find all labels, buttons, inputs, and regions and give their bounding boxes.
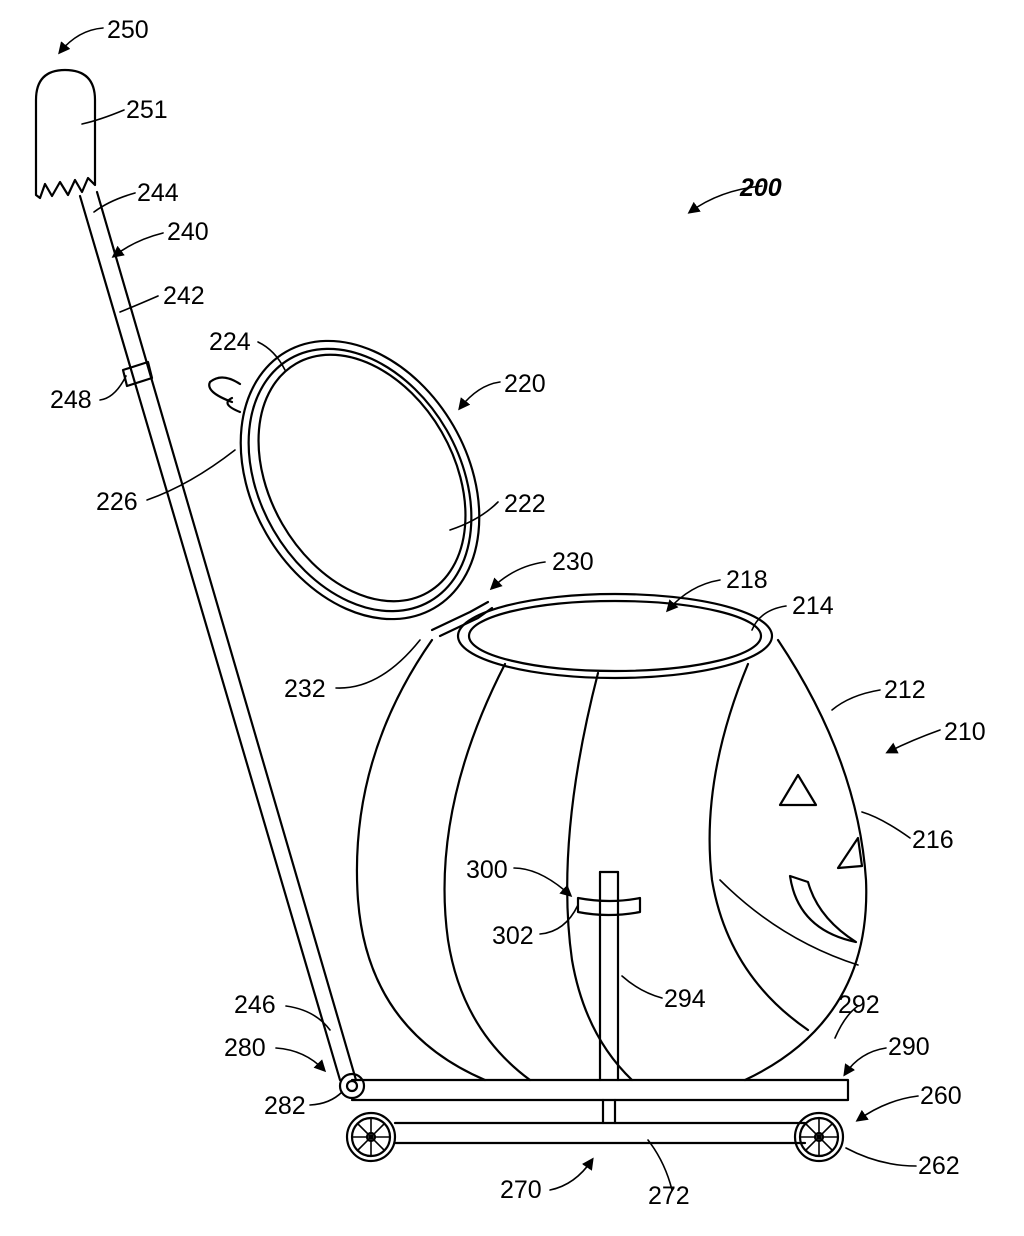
label-300: 300 bbox=[466, 856, 508, 884]
label-248: 248 bbox=[50, 386, 92, 414]
label-210: 210 bbox=[944, 718, 986, 746]
label-292: 292 bbox=[838, 991, 880, 1019]
face-cutouts bbox=[778, 773, 864, 944]
label-282: 282 bbox=[264, 1092, 306, 1120]
label-220: 220 bbox=[504, 370, 546, 398]
front-wheel bbox=[793, 1111, 845, 1163]
label-240: 240 bbox=[167, 218, 209, 246]
hinge bbox=[430, 600, 494, 638]
label-270: 270 bbox=[500, 1176, 542, 1204]
label-200: 200 bbox=[739, 174, 782, 202]
label-214: 214 bbox=[792, 592, 834, 620]
label-242: 242 bbox=[163, 282, 205, 310]
reference-labels: 250 251 244 240 242 224 248 226 220 222 … bbox=[50, 16, 986, 1210]
label-216: 216 bbox=[912, 826, 954, 854]
pivot-wheel bbox=[338, 1072, 366, 1100]
center-post bbox=[598, 870, 620, 1082]
label-302: 302 bbox=[492, 922, 534, 950]
label-212: 212 bbox=[884, 676, 926, 704]
base-frame bbox=[350, 1078, 850, 1145]
label-260: 260 bbox=[920, 1082, 962, 1110]
handle-grip bbox=[34, 68, 97, 200]
label-226: 226 bbox=[96, 488, 138, 516]
container-body bbox=[355, 592, 868, 1082]
lid bbox=[208, 339, 481, 621]
label-218: 218 bbox=[726, 566, 768, 594]
label-251: 251 bbox=[126, 96, 168, 124]
label-294: 294 bbox=[664, 985, 706, 1013]
label-272: 272 bbox=[648, 1182, 690, 1210]
strap bbox=[576, 896, 642, 917]
label-244: 244 bbox=[137, 179, 179, 207]
label-230: 230 bbox=[552, 548, 594, 576]
label-232: 232 bbox=[284, 675, 326, 703]
label-250: 250 bbox=[107, 16, 149, 44]
label-224: 224 bbox=[209, 328, 251, 356]
label-246: 246 bbox=[234, 991, 276, 1019]
handle-shaft bbox=[78, 190, 358, 1082]
label-290: 290 bbox=[888, 1033, 930, 1061]
label-262: 262 bbox=[918, 1152, 960, 1180]
label-222: 222 bbox=[504, 490, 546, 518]
handle-clamp bbox=[121, 360, 154, 388]
leader-lines bbox=[58, 27, 941, 1191]
rear-wheel bbox=[345, 1111, 397, 1163]
label-280: 280 bbox=[224, 1034, 266, 1062]
